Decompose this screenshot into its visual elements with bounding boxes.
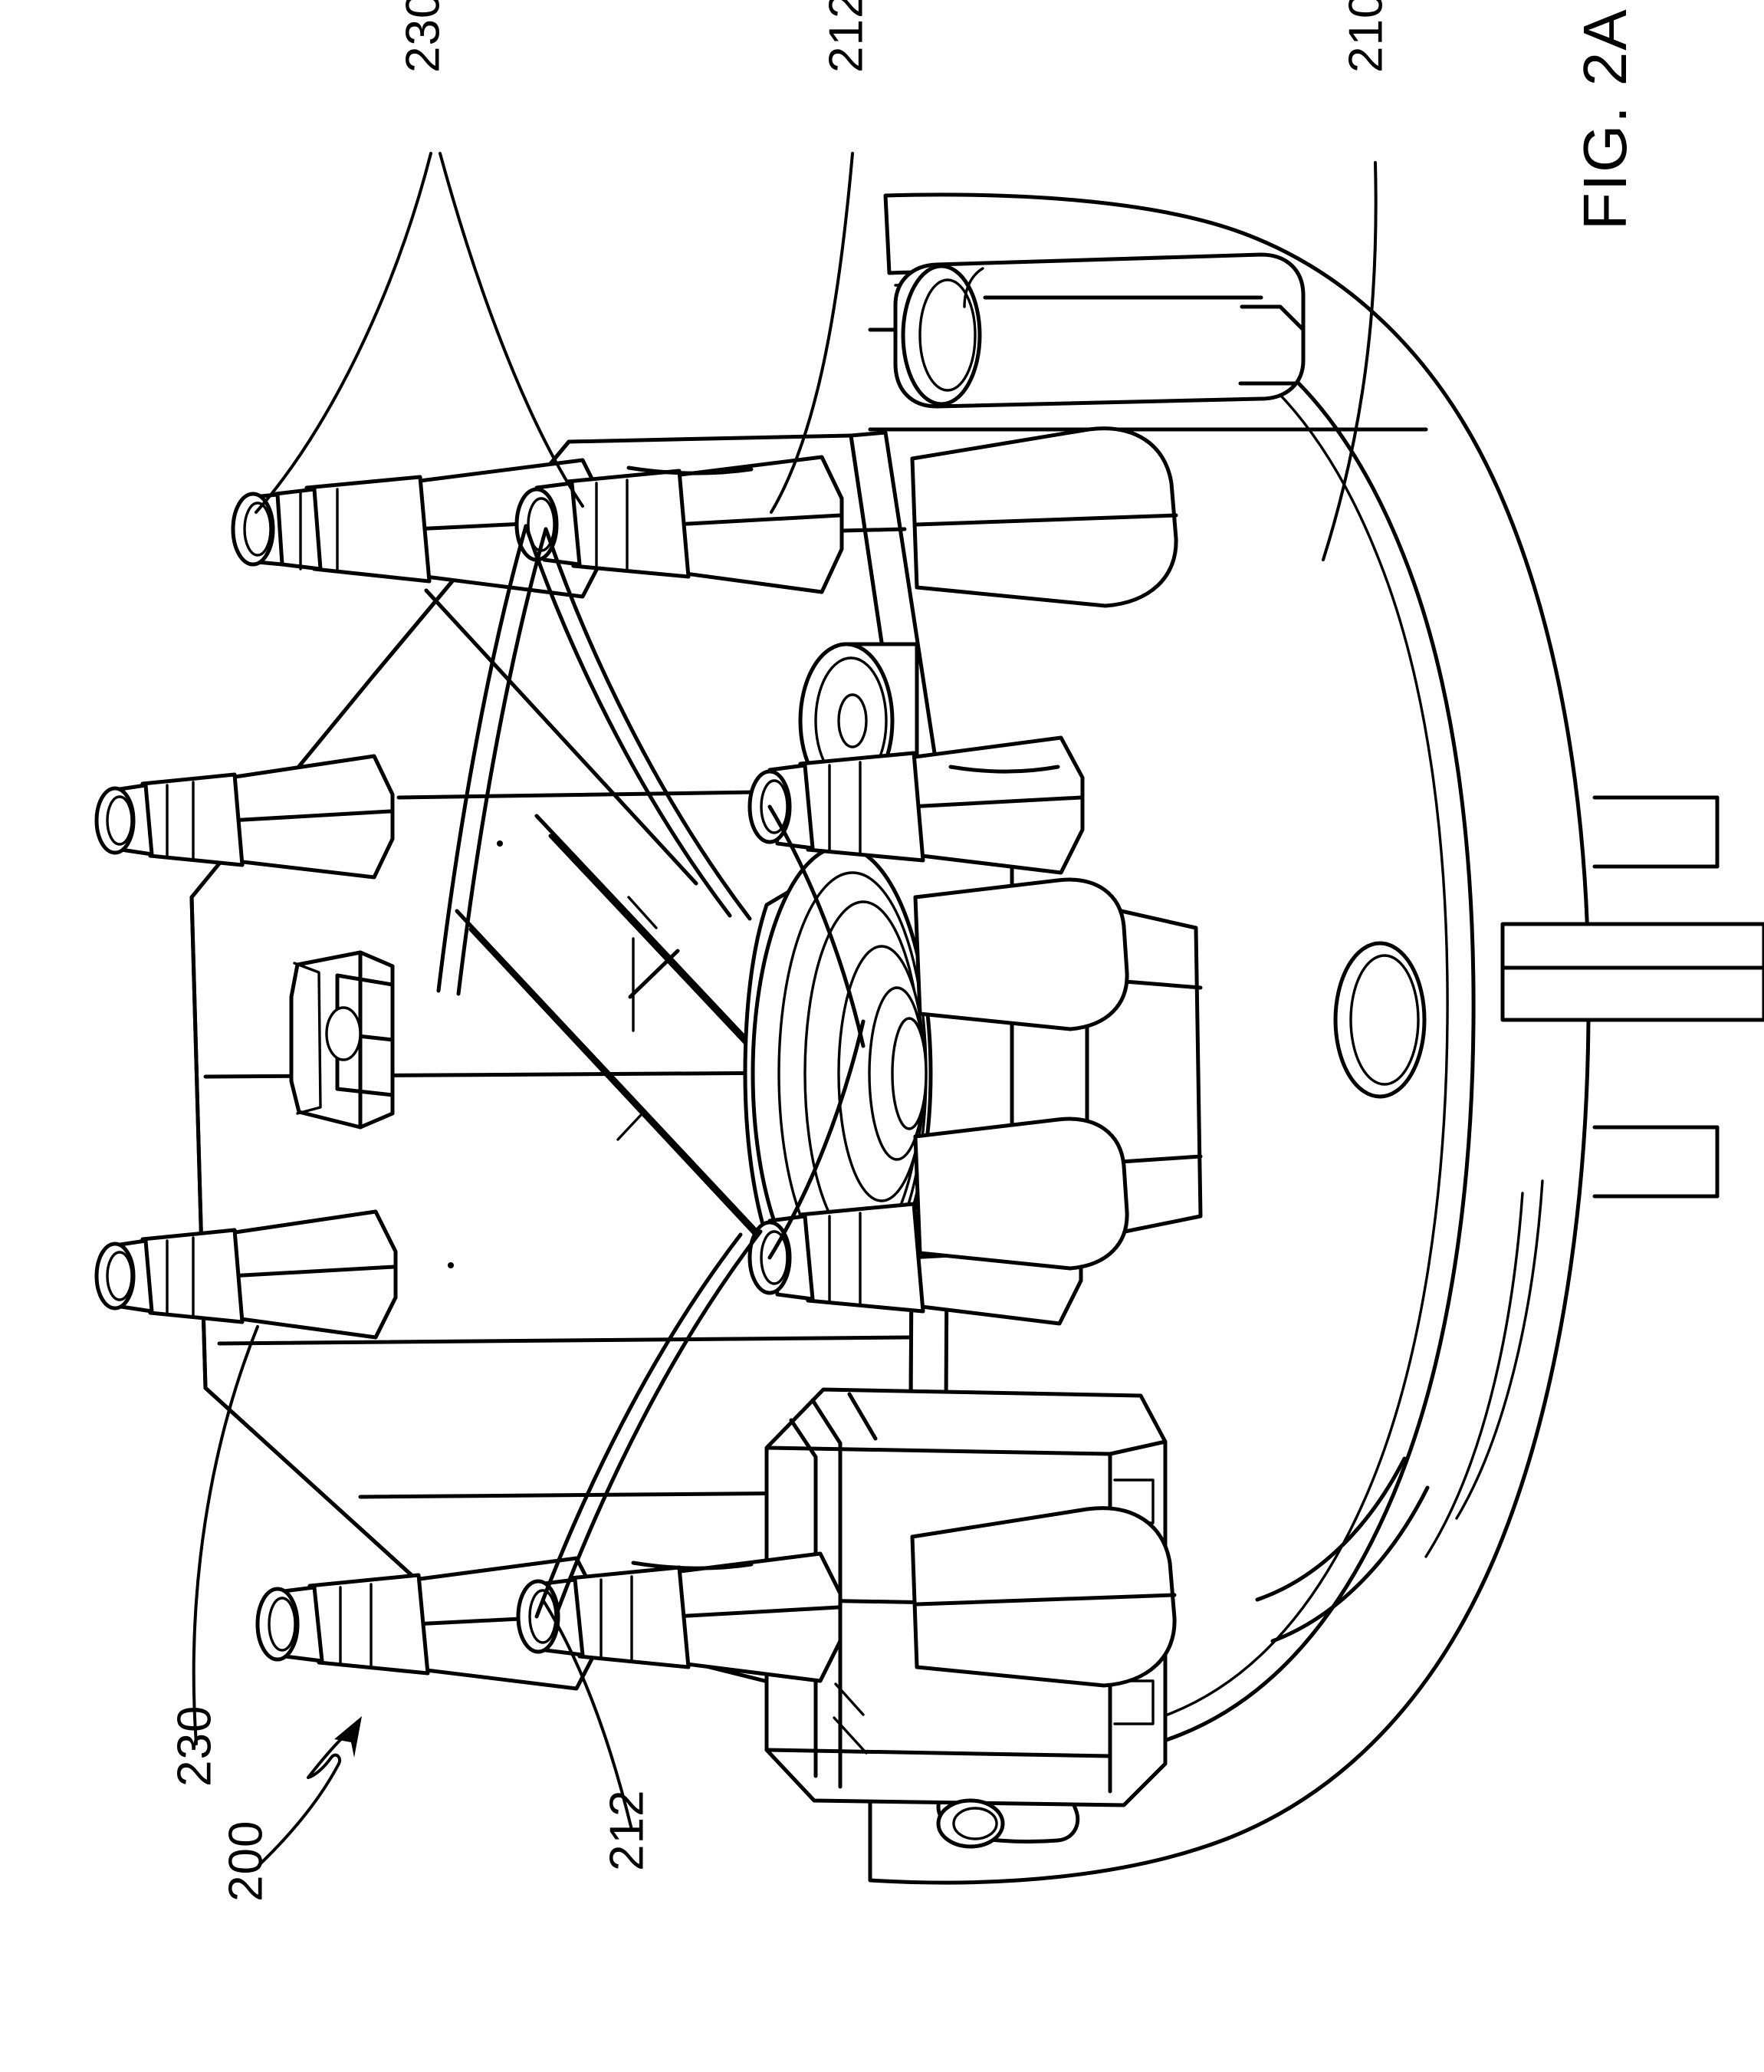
reference-numeral-230-top: 230 xyxy=(396,0,449,73)
leader-line-200-squiggle xyxy=(258,1724,357,1866)
leader-line-210 xyxy=(1322,161,1378,561)
callout-212-top: 212 xyxy=(770,0,872,514)
callout-230-top: 230 xyxy=(255,0,584,514)
port-fitting-230-e xyxy=(94,1209,398,1340)
leader-line-212-bottom xyxy=(541,1598,633,1831)
hex-boss-with-hole xyxy=(289,950,395,1130)
reference-numeral-230-bottom: 230 xyxy=(168,1705,221,1787)
shell-bore-detail xyxy=(1333,941,1427,1099)
callout-210-right: 210 xyxy=(1322,0,1392,561)
callout-200-assembly: 200 xyxy=(219,1716,362,1902)
leader-line-230-top-left xyxy=(255,152,432,514)
reference-numeral-212-top: 212 xyxy=(820,0,872,73)
reference-numeral-210: 210 xyxy=(1339,0,1392,73)
reference-numeral-212-bottom: 212 xyxy=(600,1790,653,1871)
callout-230-bottom: 230 xyxy=(168,1325,259,1787)
figure-label: FIG. 2A xyxy=(1571,8,1639,230)
leader-line-230-bottom xyxy=(192,1325,259,1745)
callout-212-bottom: 212 xyxy=(541,1598,653,1871)
cylindrical-boss xyxy=(893,252,1306,409)
port-fitting-230-c xyxy=(94,754,395,880)
hoop-strap-ribs xyxy=(436,524,866,1619)
arrowhead-200 xyxy=(334,1716,362,1758)
reference-numeral-200: 200 xyxy=(219,1820,272,1902)
surface-detail-marks xyxy=(448,840,658,1268)
port-fitting-230-d xyxy=(747,735,1085,875)
conical-horn-features xyxy=(910,426,1178,1688)
port-fitting-230-h xyxy=(516,1551,843,1683)
leader-line-212-top xyxy=(770,152,854,514)
leader-line-230-top-right xyxy=(439,152,584,508)
